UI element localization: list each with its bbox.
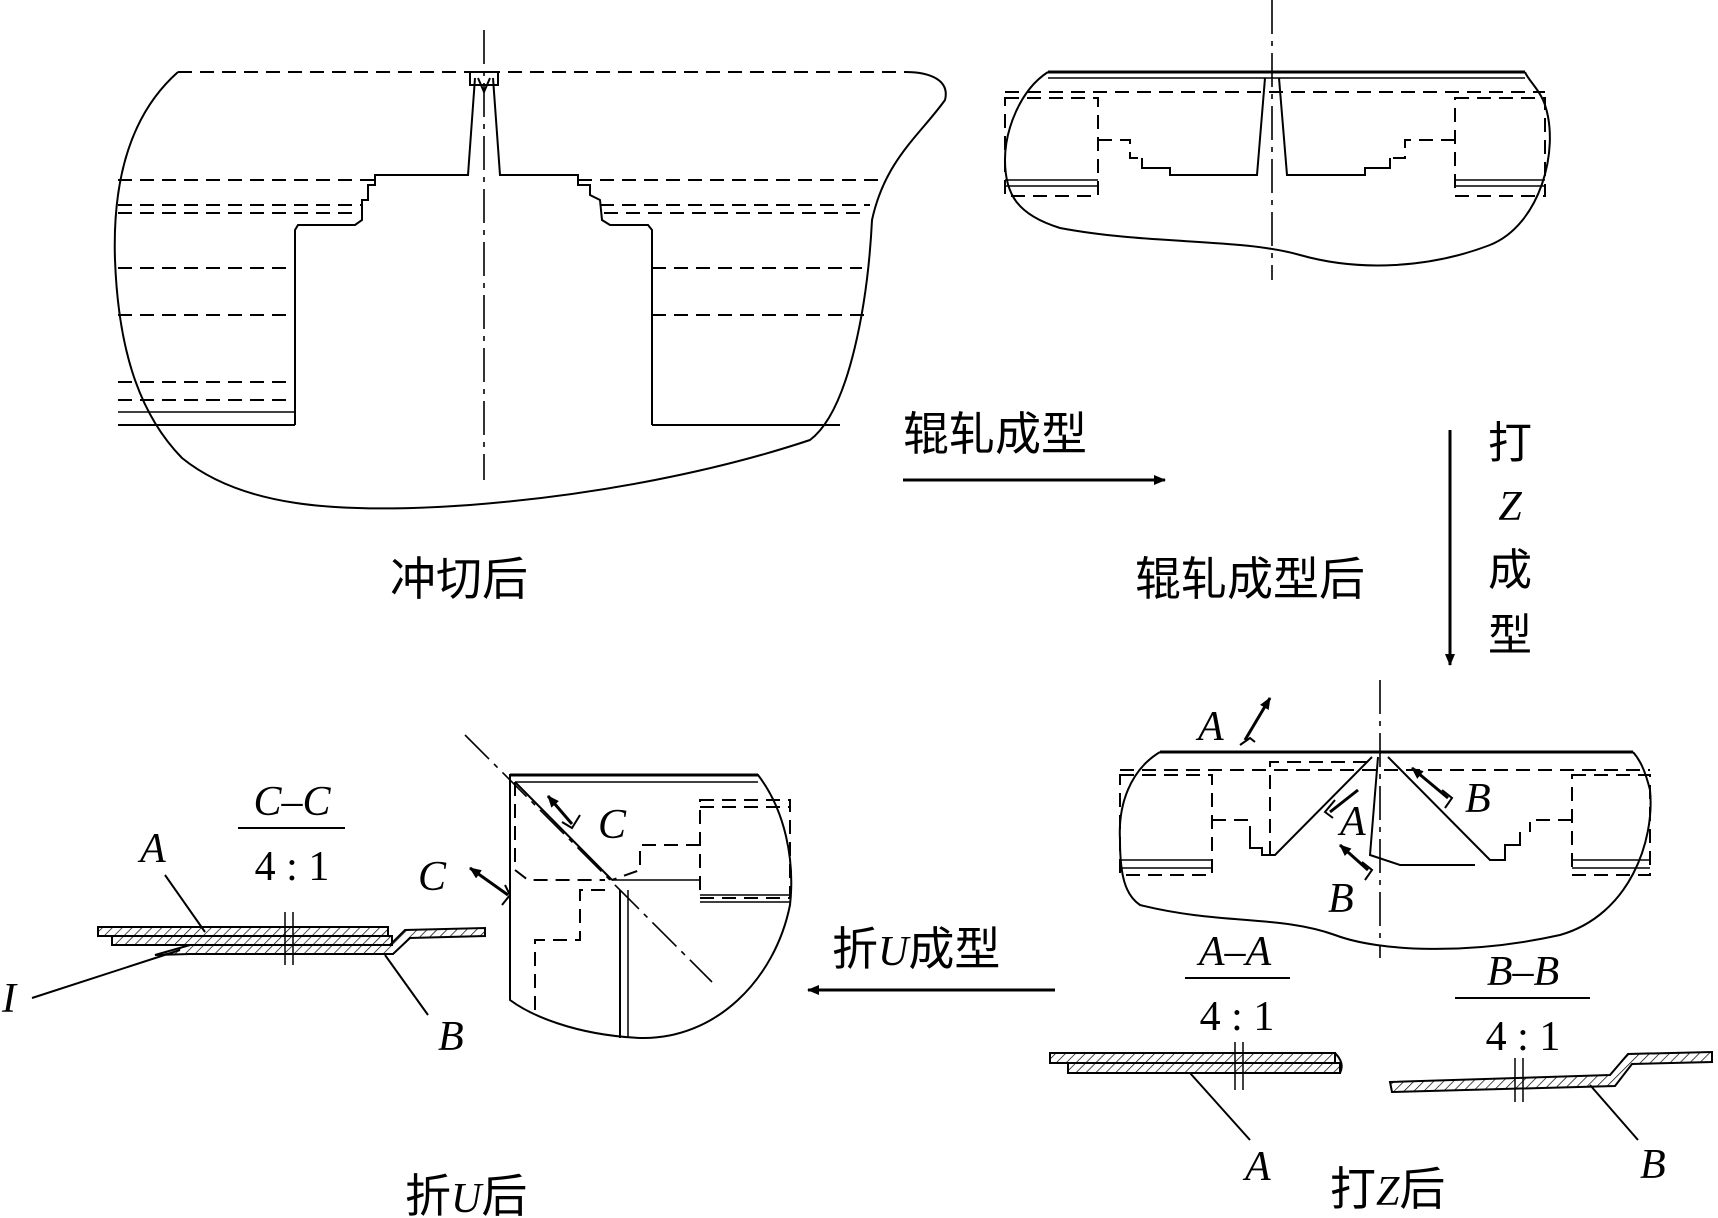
fold-line bbox=[514, 781, 613, 881]
spike-inner bbox=[469, 72, 499, 95]
mark-c-left: C bbox=[418, 854, 447, 900]
caption-after-z: 打Z后 bbox=[1330, 1162, 1445, 1216]
section-bb-title: B–B bbox=[1487, 949, 1559, 995]
label-z-char-3: 成 bbox=[1488, 545, 1532, 596]
detail-outline bbox=[509, 774, 793, 1040]
panel-after-u: C C 折U后 bbox=[405, 734, 793, 1218]
section-cc-part-b: B bbox=[438, 1014, 464, 1060]
hidden-lines bbox=[1004, 91, 1546, 197]
spike-profile bbox=[294, 71, 653, 425]
mark-a-mid: A bbox=[1337, 799, 1366, 845]
mark-a-top: A bbox=[1195, 704, 1224, 750]
section-aa-plate-top bbox=[1049, 1052, 1336, 1064]
section-bb-plate bbox=[1388, 1050, 1713, 1094]
z-profile bbox=[1249, 756, 1521, 866]
mark-b-right: B bbox=[1465, 776, 1491, 822]
part-outline bbox=[1003, 71, 1551, 267]
hidden-lines bbox=[118, 179, 886, 401]
caption-after-punch: 冲切后 bbox=[390, 552, 528, 606]
section-cc-plate-top bbox=[97, 926, 389, 937]
section-cc-plate-bottom bbox=[154, 926, 486, 956]
section-cc-plate-mid bbox=[111, 935, 393, 946]
label-roll-forming: 辊轧成型 bbox=[903, 407, 1087, 461]
panel-after-roll: 辊轧成型后 bbox=[1003, 0, 1551, 606]
section-aa-end bbox=[1334, 1052, 1343, 1074]
section-aa: A–A 4 : 1 A bbox=[1049, 929, 1343, 1190]
section-bb-part: B bbox=[1640, 1142, 1666, 1188]
mark-c-right: C bbox=[598, 802, 627, 848]
label-z-char-4: 型 bbox=[1488, 610, 1532, 661]
section-arrow-a-top bbox=[1243, 697, 1272, 741]
section-bb: B–B 4 : 1 B bbox=[1388, 949, 1713, 1188]
section-arrow-b-bottom bbox=[1339, 843, 1369, 872]
section-bb-leader bbox=[1589, 1084, 1639, 1141]
section-aa-plate-bottom bbox=[1067, 1062, 1341, 1074]
section-arrow-c-left bbox=[469, 866, 509, 897]
label-z-char-1: 打 bbox=[1488, 418, 1532, 469]
section-mark-c-right-foot bbox=[561, 814, 581, 830]
hidden-lines bbox=[1119, 761, 1651, 876]
section-aa-leader bbox=[1189, 1072, 1251, 1141]
section-mark-a-top-foot bbox=[1239, 736, 1256, 746]
section-cc-leader-i bbox=[31, 949, 181, 999]
section-mark-b-right-foot bbox=[1441, 789, 1454, 809]
panel-after-z: A A B B 打Z后 bbox=[1118, 680, 1652, 1216]
section-cc-title: C–C bbox=[253, 779, 331, 825]
arrow-z-forming: 打 Z 成 型 bbox=[1445, 418, 1532, 666]
section-arrow-a-mid bbox=[1329, 788, 1359, 814]
section-arrow-b-right bbox=[1411, 766, 1449, 800]
section-cc-leader-a bbox=[164, 874, 206, 933]
mark-b-bottom: B bbox=[1328, 876, 1354, 922]
section-aa-title: A–A bbox=[1196, 929, 1272, 975]
section-cc-part-i: I bbox=[1, 976, 18, 1022]
section-aa-part: A bbox=[1242, 1144, 1271, 1190]
section-cc-part-a: A bbox=[137, 826, 166, 872]
section-mark-b-bottom-foot bbox=[1361, 861, 1374, 881]
section-arrow-c-right bbox=[546, 795, 574, 825]
section-cc: C–C 4 : 1 A B I bbox=[1, 779, 486, 1060]
section-cc-scale: 4 : 1 bbox=[255, 844, 330, 890]
label-u-forming: 折U成型 bbox=[832, 922, 1000, 976]
label-z-char-2: Z bbox=[1498, 484, 1522, 530]
spike-profile bbox=[1141, 77, 1391, 176]
hidden-lines bbox=[514, 782, 791, 1015]
arrow-roll-forming: 辊轧成型 bbox=[903, 407, 1166, 485]
section-bb-scale: 4 : 1 bbox=[1486, 1014, 1561, 1060]
section-mark-a-mid-foot bbox=[1323, 799, 1336, 819]
section-mark-c-left-foot bbox=[501, 884, 512, 906]
panel-after-punch: 冲切后 bbox=[113, 30, 947, 606]
diagonal-center-line bbox=[464, 734, 713, 983]
caption-after-u: 折U后 bbox=[405, 1169, 527, 1218]
caption-after-roll: 辊轧成型后 bbox=[1135, 552, 1365, 606]
section-aa-scale: 4 : 1 bbox=[1200, 994, 1275, 1040]
part-outline bbox=[1118, 751, 1652, 950]
part-outline bbox=[113, 71, 947, 510]
section-cc-leader-b bbox=[384, 954, 429, 1016]
arrow-u-forming: 折U成型 bbox=[807, 922, 1055, 995]
